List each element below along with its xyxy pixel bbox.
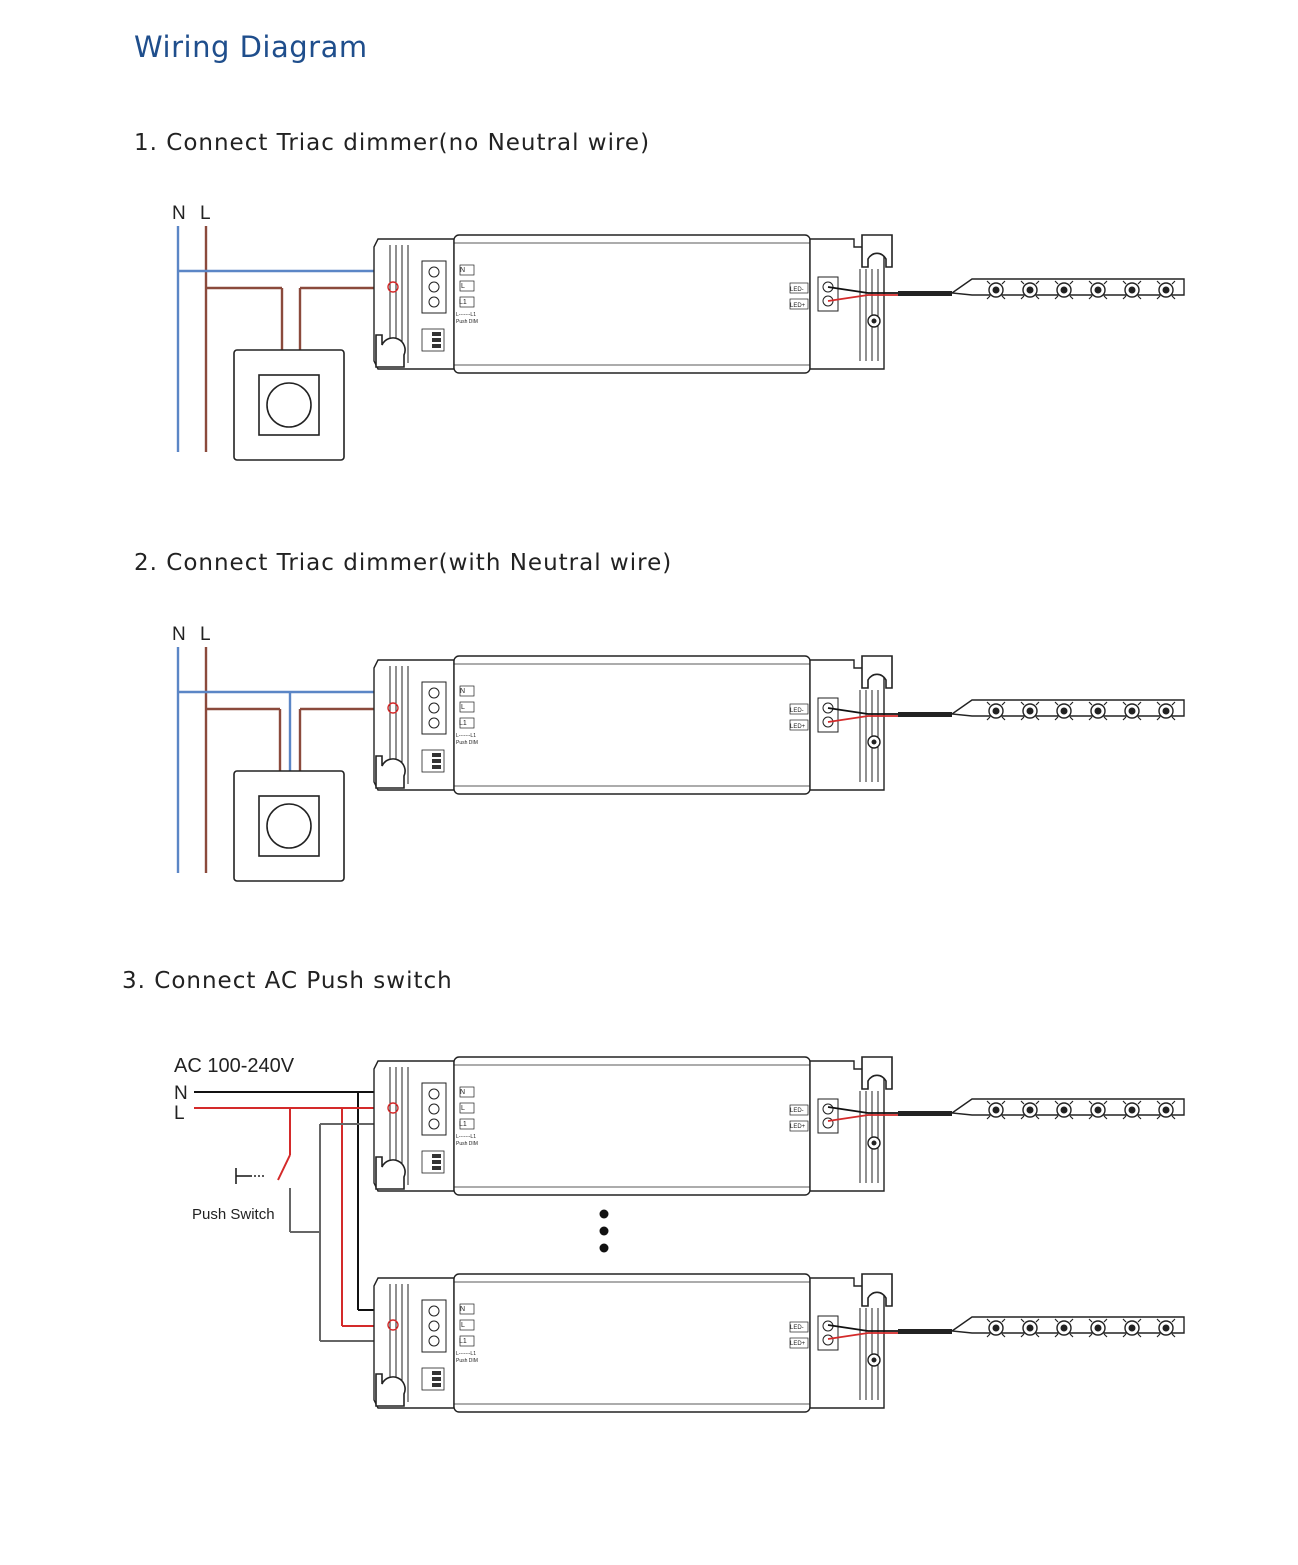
s1-label-n: N bbox=[172, 203, 186, 224]
s3-supply-label: AC 100-240V bbox=[174, 1055, 295, 1077]
s2-term-l: L bbox=[461, 704, 465, 711]
s1-term-l: L bbox=[461, 283, 465, 290]
section-1-title: 1. Connect Triac dimmer(no Neutral wire) bbox=[134, 130, 651, 156]
s3b-term-n: N bbox=[460, 1306, 465, 1313]
ellipsis-dots bbox=[599, 1209, 609, 1253]
s3-label-n: N bbox=[174, 1083, 188, 1104]
s1-out-neg: LED- bbox=[790, 287, 804, 293]
s3b-term-l1: L1 bbox=[459, 1338, 467, 1345]
s2-dimmer bbox=[233, 770, 345, 882]
s3b-out-pos: LED+ bbox=[790, 1341, 806, 1347]
s3a-out-neg: LED- bbox=[790, 1108, 804, 1114]
s3-driver-1: N L L1 L-------L1 Push DIM LED- LED+ bbox=[373, 1056, 893, 1196]
s3a-out-pos: LED+ bbox=[790, 1124, 806, 1130]
s2-label-n: N bbox=[172, 624, 186, 645]
s2-caption: L-------L1 bbox=[456, 733, 476, 739]
section-3-title: 3. Connect AC Push switch bbox=[122, 968, 453, 994]
s3b-subcaption: Push DIM bbox=[456, 1358, 478, 1364]
s1-label-l: L bbox=[200, 203, 211, 224]
section-2-title: 2. Connect Triac dimmer(with Neutral wir… bbox=[134, 550, 673, 576]
s2-driver: N L L1 L-------L1 Push DIM LED- LED+ bbox=[373, 655, 893, 795]
s3a-term-n: N bbox=[460, 1089, 465, 1096]
s3b-term-l: L bbox=[461, 1322, 465, 1329]
s3a-term-l: L bbox=[461, 1105, 465, 1112]
s1-term-n: N bbox=[460, 267, 465, 274]
s2-out-pos: LED+ bbox=[790, 724, 806, 730]
s1-driver: N L L1 L-------L1 Push DIM LED- LED+ bbox=[373, 234, 893, 374]
push-switch-icon bbox=[235, 1168, 266, 1184]
s3a-caption: L-------L1 bbox=[456, 1134, 476, 1140]
s2-out-neg: LED- bbox=[790, 708, 804, 714]
s1-dimmer bbox=[233, 349, 345, 461]
push-switch-label: Push Switch bbox=[192, 1206, 275, 1223]
s1-caption: L-------L1 bbox=[456, 312, 476, 318]
s3b-caption: L-------L1 bbox=[456, 1351, 476, 1357]
s1-out-pos: LED+ bbox=[790, 303, 806, 309]
s2-term-l1: L1 bbox=[459, 720, 467, 727]
s1-subcaption: Push DIM bbox=[456, 319, 478, 325]
s3a-subcaption: Push DIM bbox=[456, 1141, 478, 1147]
page-title: Wiring Diagram bbox=[134, 30, 368, 64]
s2-term-n: N bbox=[460, 688, 465, 695]
s2-subcaption: Push DIM bbox=[456, 740, 478, 746]
s1-term-l1: L1 bbox=[459, 299, 467, 306]
s3b-out-neg: LED- bbox=[790, 1325, 804, 1331]
s3-driver-2: N L L1 L-------L1 Push DIM LED- LED+ bbox=[373, 1273, 893, 1413]
s3a-term-l1: L1 bbox=[459, 1121, 467, 1128]
s3-label-l: L bbox=[174, 1103, 185, 1124]
s2-label-l: L bbox=[200, 624, 211, 645]
